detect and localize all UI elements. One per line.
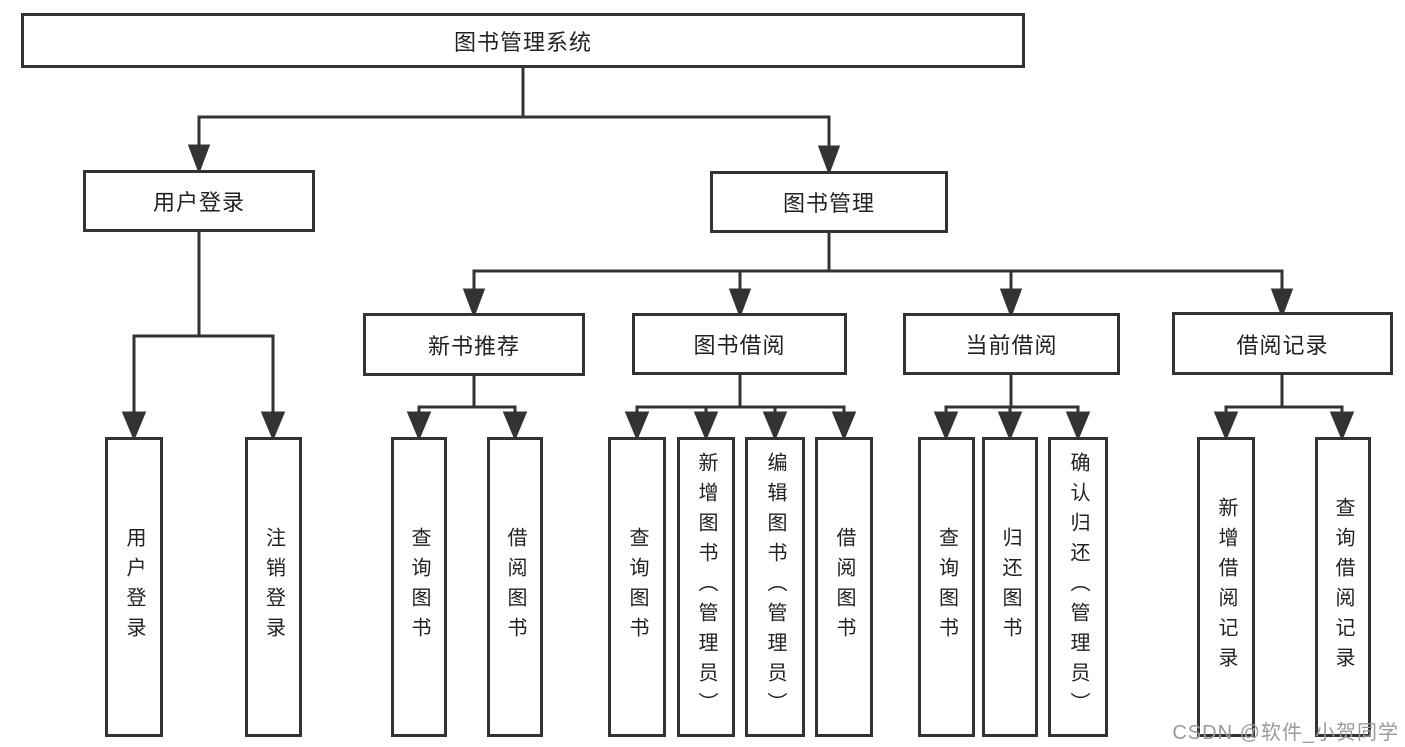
leaf-query-borrow-record: 查询借阅记录 — [1315, 437, 1371, 737]
node-label: 当前借阅 — [965, 333, 1058, 358]
arrowhead-icon — [831, 411, 857, 441]
leaf-logout: 注销登录 — [245, 437, 302, 737]
node-label: 注销登录 — [262, 527, 285, 647]
node-label: 图书管理 — [782, 191, 875, 216]
arrowhead-icon — [1213, 411, 1239, 441]
node-label: 新增图书（管理员） — [695, 452, 717, 722]
leaf-query-books-3: 查询图书 — [918, 437, 975, 737]
node-label: 图书借阅 — [693, 333, 786, 358]
leaf-add-books-admin: 新增图书（管理员） — [677, 437, 735, 737]
node-label: 查询图书 — [935, 527, 958, 647]
node-label: 图书管理系统 — [453, 29, 592, 55]
arrowhead-icon — [260, 411, 286, 441]
leaf-borrow-books-2: 借阅图书 — [815, 437, 873, 737]
arrowhead-icon — [406, 411, 432, 441]
arrowhead-icon — [933, 411, 959, 441]
node-book-borrowing: 图书借阅 — [632, 313, 847, 375]
node-label: 借阅图书 — [504, 527, 526, 647]
leaf-user-login: 用户登录 — [105, 437, 163, 737]
arrowhead-icon — [817, 145, 841, 176]
node-root-system: 图书管理系统 — [21, 13, 1025, 68]
arrowhead-icon — [462, 288, 486, 319]
node-label: 新增借阅记录 — [1215, 497, 1237, 677]
node-label: 用户登录 — [123, 527, 145, 647]
arrowhead-icon — [121, 411, 147, 441]
node-label: 查询图书 — [626, 527, 648, 647]
connector-records-to-leaves — [1213, 375, 1355, 441]
node-label: 归还图书 — [999, 527, 1021, 647]
arrowhead-icon — [762, 411, 788, 441]
csdn-watermark: CSDN @软件_小贺同学 — [1172, 722, 1399, 744]
leaf-confirm-return-admin: 确认归还（管理员） — [1048, 437, 1108, 737]
node-borrowing-records: 借阅记录 — [1172, 312, 1393, 375]
leaf-return-books: 归还图书 — [982, 437, 1038, 737]
arrowhead-icon — [502, 411, 528, 441]
arrowhead-icon — [693, 411, 719, 441]
arrowhead-icon — [187, 144, 211, 175]
connector-userlogin-to-leaves — [121, 232, 286, 441]
node-label: 查询图书 — [408, 527, 430, 647]
node-label: 借阅记录 — [1236, 332, 1329, 358]
arrowhead-icon — [728, 288, 752, 319]
arrowhead-icon — [624, 411, 650, 441]
arrowhead-icon — [997, 411, 1023, 441]
node-label: 查询借阅记录 — [1332, 497, 1354, 677]
leaf-add-borrow-record: 新增借阅记录 — [1197, 437, 1255, 737]
connector-borrowing-to-leaves — [624, 375, 857, 441]
node-label: 用户登录 — [152, 190, 245, 215]
arrowhead-icon — [1270, 288, 1294, 319]
arrowhead-icon — [1329, 411, 1355, 441]
connector-current-to-leaves — [933, 375, 1091, 441]
connector-root-to-level2 — [187, 68, 841, 176]
connector-bookmgmt-to-level3 — [462, 233, 1294, 319]
node-label: 确认归还（管理员） — [1067, 452, 1089, 722]
node-user-login: 用户登录 — [83, 170, 315, 232]
node-label: 借阅图书 — [833, 527, 855, 647]
leaf-query-books-1: 查询图书 — [391, 437, 447, 737]
connector-newbooks-to-leaves — [406, 376, 528, 441]
node-label: 新书推荐 — [427, 333, 520, 359]
node-label: 编辑图书（管理员） — [764, 452, 786, 722]
arrowhead-icon — [1065, 411, 1091, 441]
node-new-book-recommend: 新书推荐 — [363, 313, 585, 376]
leaf-borrow-books-1: 借阅图书 — [487, 437, 543, 737]
node-current-borrowing: 当前借阅 — [903, 313, 1120, 375]
leaf-query-books-2: 查询图书 — [608, 437, 666, 737]
leaf-edit-books-admin: 编辑图书（管理员） — [745, 437, 805, 737]
arrowhead-icon — [999, 288, 1023, 319]
node-book-management: 图书管理 — [710, 171, 948, 233]
